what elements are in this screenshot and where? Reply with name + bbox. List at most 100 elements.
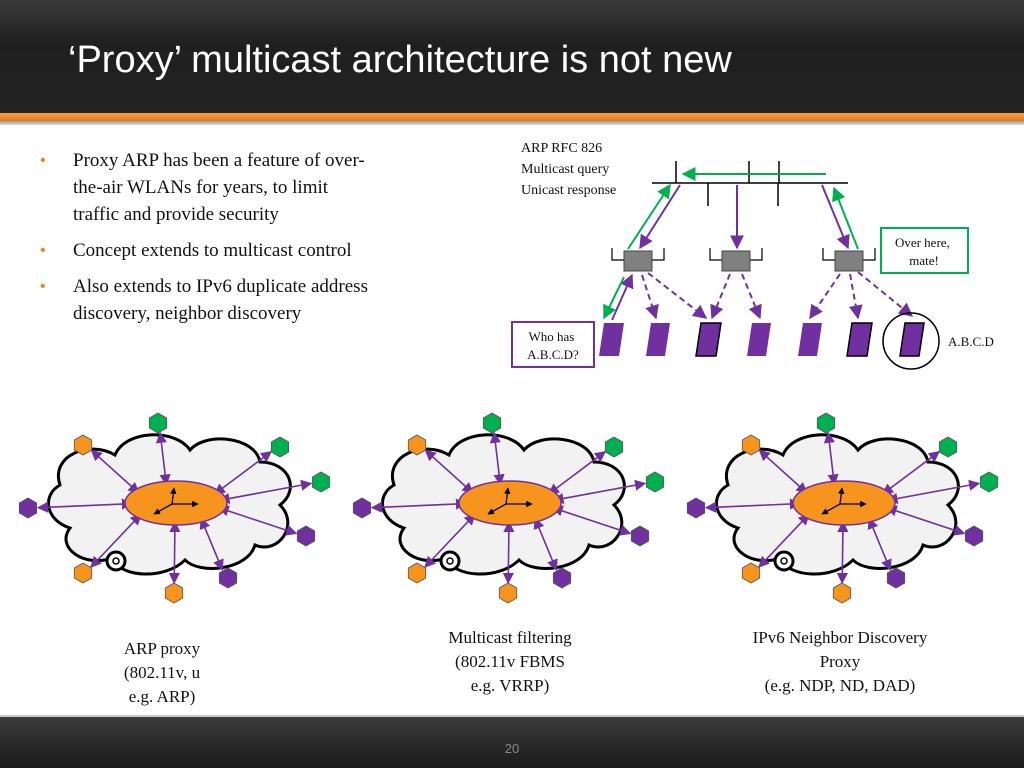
- slide-footer: 20: [0, 715, 1024, 768]
- proxy-spoke-arrow: [489, 431, 505, 486]
- ap-to-client-arrow: [710, 273, 731, 320]
- endpoint-node: [964, 525, 984, 547]
- proxy-spoke-arrow: [533, 517, 558, 571]
- access-point: [709, 248, 763, 272]
- proxy-diagram: [352, 412, 665, 604]
- endpoint-node: [352, 497, 372, 519]
- bullet-text: Proxy ARP has been a feature of over-the…: [73, 150, 365, 225]
- callout-reply: Over here, mate!: [880, 227, 969, 274]
- target-address-label: A.B.C.D: [948, 334, 994, 349]
- endpoint-node: [270, 436, 290, 458]
- caption-multicast-filtering: Multicast filtering (802.11v FBMS e.g. V…: [448, 628, 572, 695]
- endpoint-node: [407, 434, 427, 456]
- bullet-list: • Proxy ARP has been a feature of over-th…: [40, 147, 370, 336]
- caption-ipv6-nd-proxy: IPv6 Neighbor Discovery Proxy (e.g. NDP,…: [752, 628, 928, 695]
- header-divider: [0, 121, 1024, 125]
- endpoint-node: [886, 567, 906, 589]
- endpoint-node: [630, 525, 650, 547]
- proxy-spoke-arrow: [155, 431, 171, 486]
- header-accent-bar: [0, 113, 1024, 121]
- bus-to-ap-arrow: [639, 184, 681, 250]
- slide-title: ‘Proxy’ multicast architecture is not ne…: [68, 39, 732, 81]
- client-device: [747, 323, 771, 356]
- proxy-spoke-arrow: [867, 517, 892, 571]
- ap-to-client-arrow: [857, 271, 914, 317]
- bullet-item: • Proxy ARP has been a feature of over-th…: [40, 147, 370, 228]
- access-point: [822, 248, 876, 272]
- bus-to-ap-arrow: [821, 184, 850, 250]
- proxy-diagram: [18, 412, 331, 604]
- proxy-spoke-arrow: [168, 520, 181, 585]
- endpoint-node: [498, 582, 518, 604]
- bullet-dot-icon: •: [40, 242, 46, 259]
- endpoint-node: [73, 562, 93, 584]
- proxy-diagram: [686, 412, 999, 604]
- arp-diagram: ARP RFC 826 Multicast query Unicast resp…: [511, 141, 994, 370]
- ap-to-bus-arrow: [627, 183, 671, 250]
- client-device: [846, 322, 873, 357]
- lock-icon: [773, 550, 795, 572]
- endpoint-node: [296, 525, 316, 547]
- endpoint-node: [741, 434, 761, 456]
- ap-to-client-arrow: [741, 273, 762, 320]
- proxy-spoke-arrow: [90, 449, 140, 494]
- ap-to-bus-arrow: [832, 186, 859, 250]
- endpoint-node: [311, 471, 331, 493]
- proxy-spoke-arrow: [370, 498, 468, 513]
- proxy-spoke-arrow: [552, 479, 647, 504]
- endpoint-node: [482, 412, 502, 434]
- proxy-hub: [124, 480, 228, 526]
- proxy-spoke-arrow: [36, 498, 134, 513]
- proxy-spoke-arrow: [424, 449, 474, 494]
- endpoint-node: [18, 497, 38, 519]
- proxy-spoke-arrow: [704, 498, 802, 513]
- endpoint-node: [645, 471, 665, 493]
- slide-header: [0, 0, 1024, 113]
- proxy-spoke-arrow: [502, 520, 515, 585]
- client-device: [646, 323, 670, 356]
- proxy-spoke-arrow: [199, 517, 224, 571]
- proxy-spoke-arrow: [758, 513, 810, 568]
- svg-text:Who has A.B.C.D?: Who has A.B.C.D?: [527, 329, 579, 362]
- proxy-spoke-arrow: [758, 449, 808, 494]
- client-device: [798, 323, 822, 356]
- proxy-spoke-arrow: [836, 520, 849, 585]
- page-number: 20: [504, 741, 520, 756]
- endpoint-node: [979, 471, 999, 493]
- endpoint-node: [552, 567, 572, 589]
- proxy-hub: [792, 480, 896, 526]
- ap-to-client-arrow: [809, 273, 841, 320]
- endpoint-node: [218, 567, 238, 589]
- endpoint-node: [73, 434, 93, 456]
- target-client-device: [882, 312, 940, 370]
- client-device: [599, 323, 624, 356]
- proxy-spoke-arrow: [885, 505, 966, 536]
- endpoint-node: [604, 436, 624, 458]
- client-device: [695, 322, 722, 357]
- arp-label: ARP RFC 826 Multicast query Unicast resp…: [521, 141, 616, 198]
- bullet-text: Also extends to IPv6 duplicate address d…: [73, 276, 368, 324]
- ap-to-client-arrow: [641, 274, 659, 320]
- bullet-item: • Concept extends to multicast control: [40, 237, 370, 264]
- bullet-text: Concept extends to multicast control: [73, 240, 352, 261]
- backbone-bus: [652, 161, 848, 206]
- endpoint-node: [938, 436, 958, 458]
- proxy-spoke-arrow: [886, 479, 981, 504]
- endpoint-node: [832, 582, 852, 604]
- endpoint-node: [816, 412, 836, 434]
- ap-to-client-arrow: [603, 276, 625, 320]
- caption-arp-proxy: ARP proxy (802.11v, u e.g. ARP): [123, 639, 201, 706]
- access-point: [611, 248, 665, 272]
- endpoint-node: [686, 497, 706, 519]
- proxy-spoke-arrow: [424, 513, 476, 568]
- lock-icon: [439, 550, 461, 572]
- bullet-item: •Also extends to IPv6 duplicate address …: [40, 273, 370, 327]
- svg-text:Over here, mate!: Over here, mate!: [895, 235, 953, 268]
- endpoint-node: [407, 562, 427, 584]
- callout-query: Who has A.B.C.D?: [511, 321, 595, 368]
- proxy-spoke-arrow: [90, 513, 142, 568]
- proxy-diagrams-row: [18, 412, 999, 604]
- proxy-hub: [458, 480, 562, 526]
- bullet-dot-icon: •: [40, 152, 46, 169]
- proxy-spoke-arrow: [218, 479, 313, 504]
